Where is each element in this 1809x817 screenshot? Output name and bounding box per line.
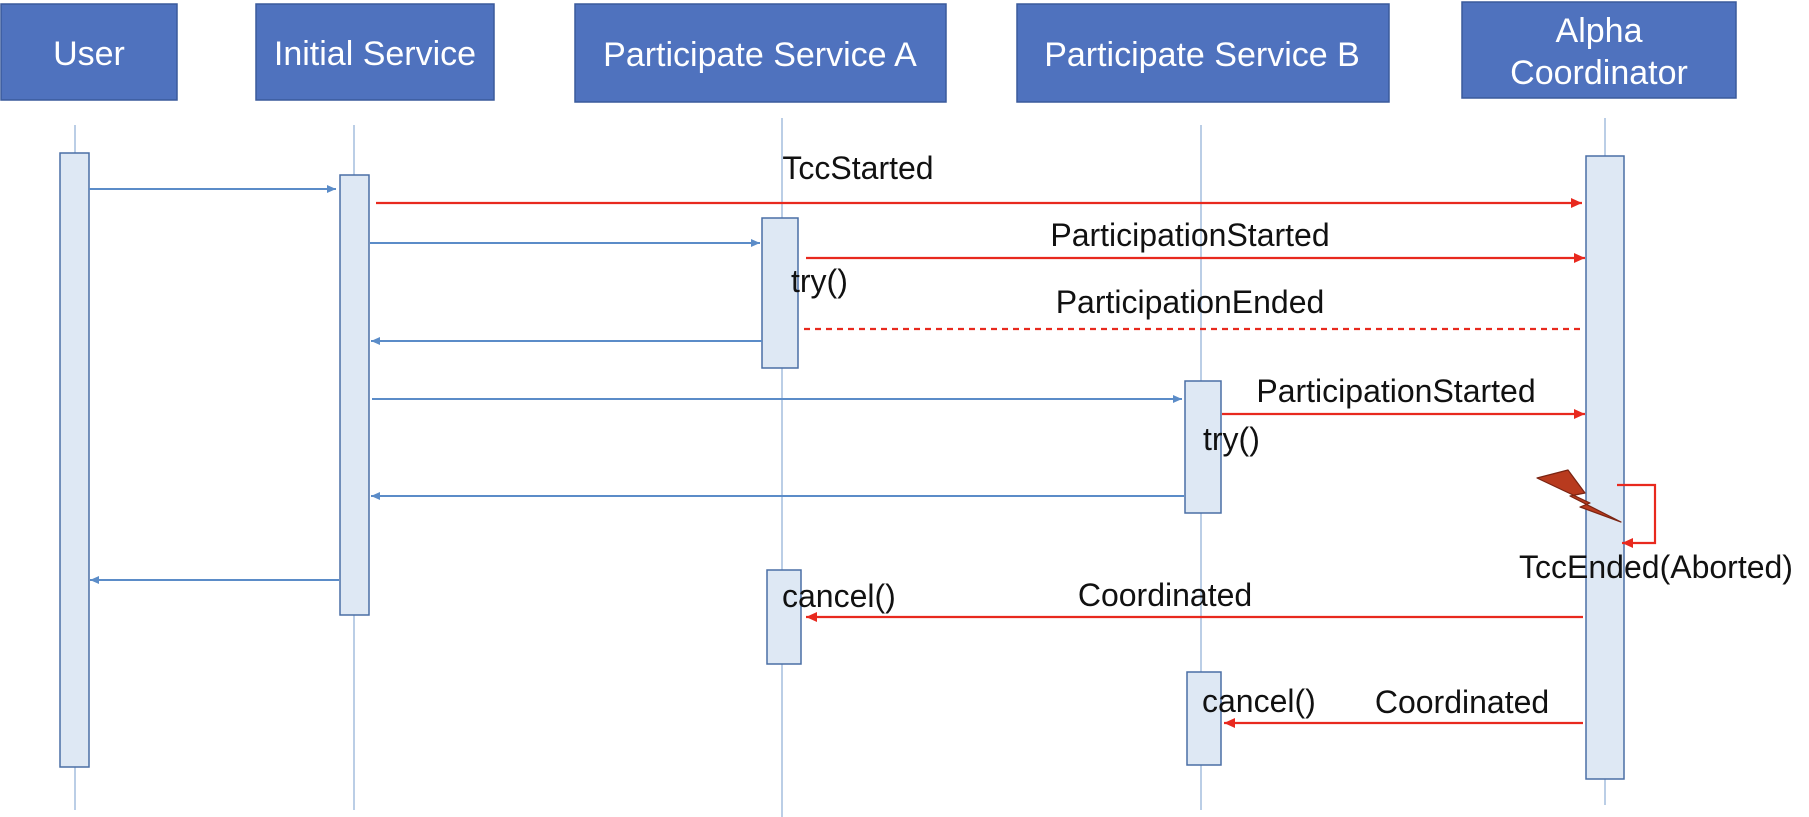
- participant-initial-service-label: Initial Service: [274, 35, 476, 73]
- label-tcc-started: TccStarted: [782, 150, 933, 186]
- label-a-participation-ended: ParticipationEnded: [1056, 284, 1325, 320]
- label-a-cancel: cancel(): [782, 578, 896, 614]
- participant-user: User: [0, 3, 178, 101]
- label-a-try: try(): [791, 263, 848, 299]
- activation-service-b-cancel: [1186, 671, 1222, 766]
- participant-alpha-coordinator: Alpha Coordinator: [1461, 1, 1737, 99]
- event-arrows: [376, 198, 1657, 728]
- label-a-coordinated: Coordinated: [1078, 577, 1252, 613]
- activation-service-a-cancel: [766, 569, 802, 665]
- participant-initial-service: Initial Service: [255, 3, 495, 101]
- participant-alpha-label-line2: Coordinator: [1510, 54, 1688, 92]
- activations: [59, 152, 1625, 780]
- label-tcc-ended: TccEnded(Aborted): [1519, 549, 1793, 585]
- activation-service-a-try: [761, 217, 799, 369]
- activation-service-b-try: [1184, 380, 1222, 514]
- participant-service-a: Participate Service A: [574, 3, 947, 103]
- participant-service-a-label: Participate Service A: [603, 36, 917, 74]
- label-b-cancel: cancel(): [1202, 683, 1316, 719]
- activation-initial-service: [339, 174, 370, 616]
- activation-user: [59, 152, 90, 768]
- label-b-coordinated: Coordinated: [1375, 684, 1549, 720]
- label-a-participation-started: ParticipationStarted: [1050, 217, 1329, 253]
- call-arrows: [89, 185, 1184, 584]
- participant-user-label: User: [53, 35, 125, 73]
- lightning-bolt-icon: [1536, 469, 1622, 523]
- participant-alpha-label-line1: Alpha: [1556, 12, 1643, 50]
- label-b-participation-started: ParticipationStarted: [1256, 373, 1535, 409]
- arrow-tcc-ended-self: [1617, 483, 1657, 548]
- participant-service-b: Participate Service B: [1016, 3, 1390, 103]
- activation-alpha-coordinator: [1585, 155, 1625, 780]
- label-b-try: try(): [1203, 421, 1260, 457]
- participant-service-b-label: Participate Service B: [1044, 36, 1360, 74]
